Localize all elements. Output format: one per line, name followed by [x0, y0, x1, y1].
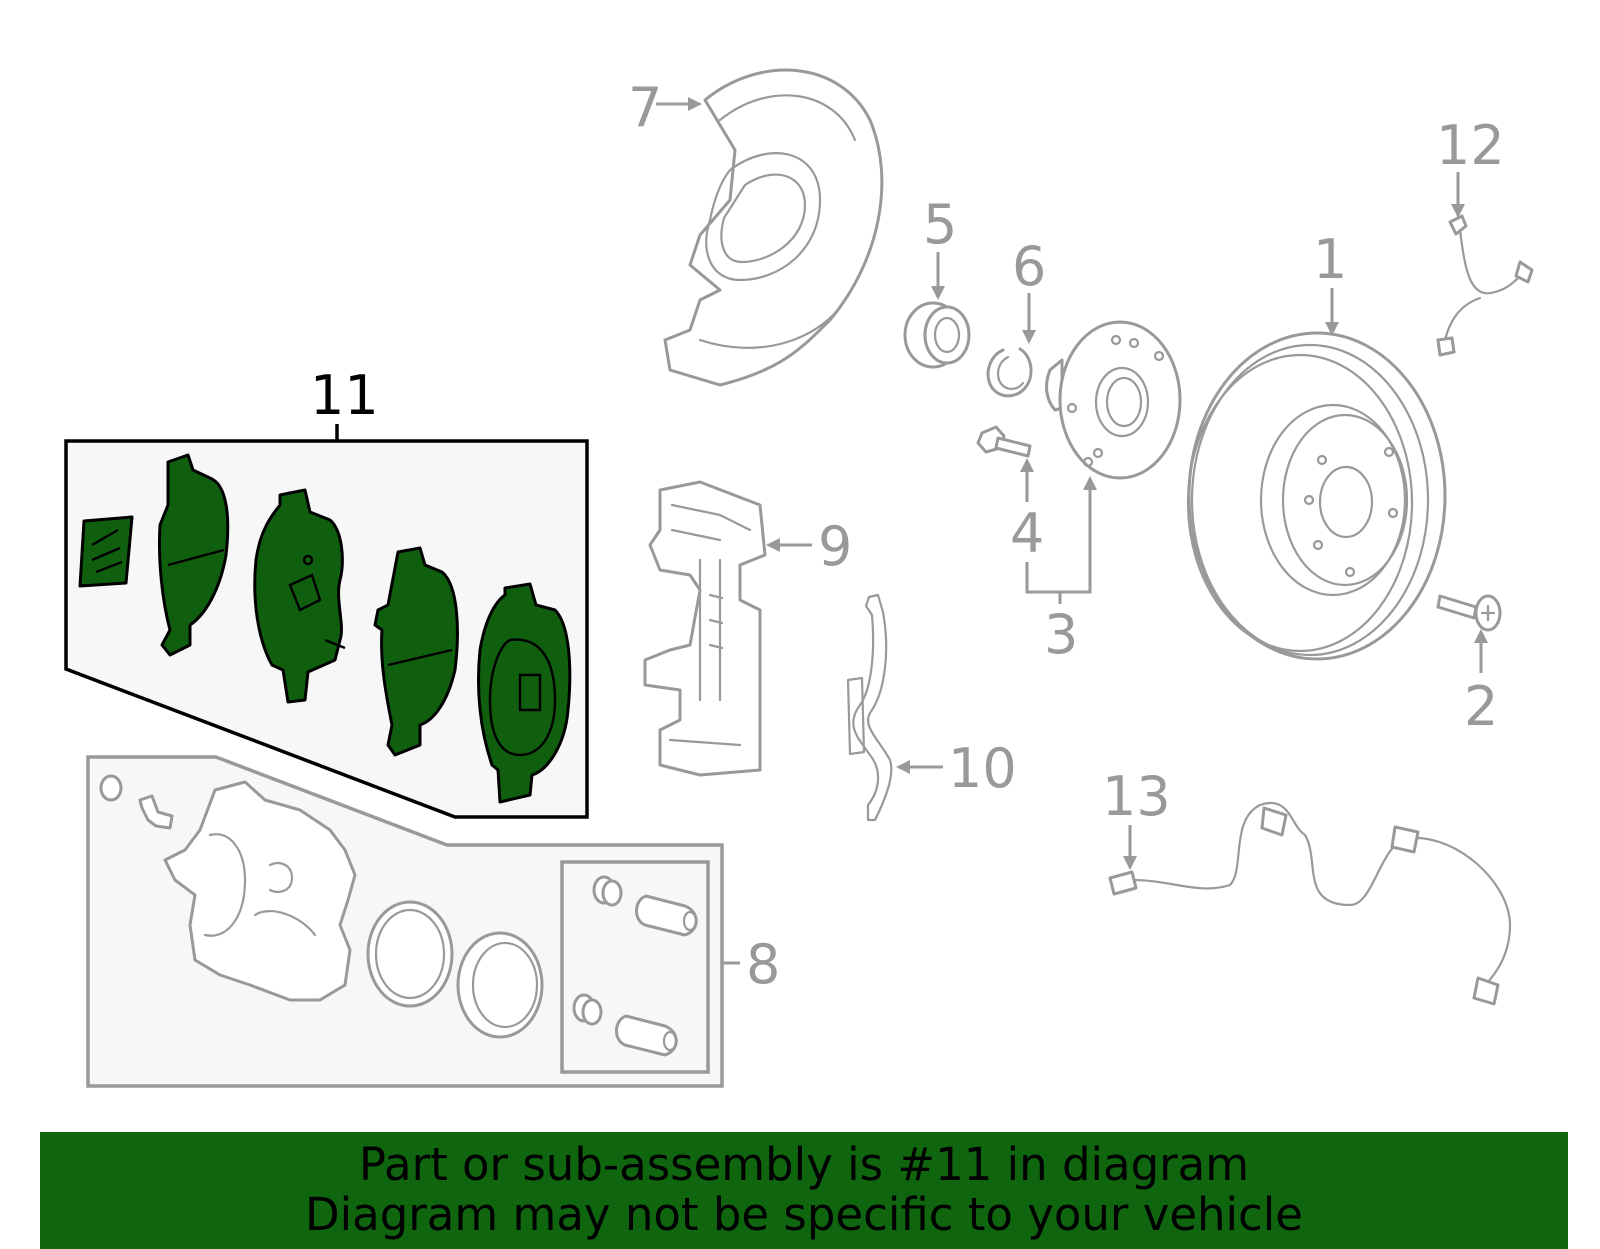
part-8-caliper-kit[interactable] [86, 755, 724, 1088]
callout-8: 8 [746, 933, 780, 996]
callout-12: 12 [1436, 114, 1505, 177]
part-12-sensor-lead[interactable] [1436, 214, 1534, 357]
callout-3: 3 [1044, 603, 1078, 666]
callout-13: 13 [1102, 765, 1171, 828]
callout-1: 1 [1313, 228, 1347, 291]
callout-7: 7 [628, 76, 662, 139]
part-13-speed-sensor[interactable] [1108, 801, 1512, 1006]
callout-5: 5 [923, 193, 957, 256]
callout-labels: 7 5 6 1 12 4 3 2 9 10 13 8 11 [310, 76, 1505, 996]
part-7-splash-shield[interactable] [663, 68, 884, 387]
part-2-screw[interactable] [1436, 594, 1502, 632]
callout-11: 11 [310, 364, 379, 427]
callout-2: 2 [1464, 675, 1498, 738]
part-3-hub[interactable] [1045, 320, 1182, 480]
callout-10: 10 [948, 737, 1017, 800]
part-10-spring[interactable] [846, 593, 893, 822]
info-banner: Part or sub-assembly is #11 in diagram D… [40, 1132, 1568, 1249]
callout-4: 4 [1010, 502, 1044, 565]
part-1-rotor[interactable] [1186, 331, 1447, 661]
banner-line-2: Diagram may not be specific to your vehi… [305, 1188, 1303, 1241]
part-11-brake-pad-kit[interactable] [64, 439, 589, 819]
leader-lines [335, 97, 1488, 965]
callout-6: 6 [1012, 235, 1046, 298]
part-4-bolt[interactable] [976, 425, 1032, 458]
part-6-snap-ring[interactable] [986, 347, 1033, 398]
banner-line-1: Part or sub-assembly is #11 in diagram [358, 1138, 1250, 1191]
part-9-caliper-bracket[interactable] [643, 480, 767, 777]
part-5-bearing[interactable] [903, 301, 971, 369]
callout-9: 9 [818, 515, 852, 578]
